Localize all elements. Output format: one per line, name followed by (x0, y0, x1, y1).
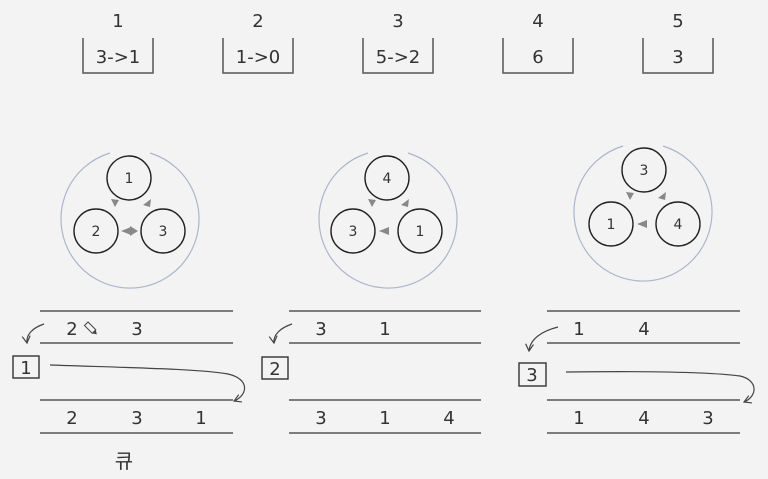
flow-arrow-icon (637, 220, 647, 228)
queue-item: 4 (638, 319, 649, 340)
queue-item: 3 (315, 408, 326, 429)
cycle-node-left (588, 201, 634, 247)
cycle-node-right (655, 201, 701, 247)
cycle-node-top (621, 147, 667, 193)
cycle-diagram-3: 3 1 4 (573, 145, 713, 282)
queue-item: 2 (66, 319, 77, 340)
cycle-ring (318, 152, 458, 289)
dequeue-arrow (529, 326, 559, 351)
popped-item: 2 (269, 359, 280, 380)
dequeue-arrow (274, 323, 293, 343)
bucket-2: 2 1->0 (222, 11, 294, 74)
bucket-3-container (362, 38, 434, 74)
queue-diagram-2: 3 1 2 3 1 4 (261, 310, 481, 434)
cycle-node-label: 1 (607, 217, 616, 233)
cycle-node-label: 4 (674, 217, 683, 233)
bucket-3: 3 5->2 (362, 11, 434, 74)
bucket-4-value: 6 (532, 47, 543, 68)
queue-item: 1 (379, 319, 390, 340)
bucket-4-index: 4 (532, 11, 543, 32)
flow-arrow-icon (401, 199, 409, 207)
cycle-ring (573, 145, 713, 282)
popped-item: 3 (526, 365, 537, 386)
bucket-1-index: 1 (112, 11, 123, 32)
queue-diagram-3: 1 4 3 1 4 3 (518, 310, 755, 434)
cycle-ring (60, 152, 200, 289)
queue-diagram-1: 2 3 1 2 3 1 큐 (12, 310, 246, 473)
queue-item: 1 (573, 319, 584, 340)
flow-arrow-icon (626, 192, 634, 200)
cycle-node-label: 3 (349, 224, 358, 240)
pencil-icon (83, 321, 97, 335)
bucket-2-value: 1->0 (236, 47, 280, 68)
cycle-node-left (330, 208, 376, 254)
bucket-2-index: 2 (252, 11, 263, 32)
cycle-diagram-1: 1 2 3 (60, 152, 200, 289)
cycle-diagram-2: 4 3 1 (318, 152, 458, 289)
cycle-node-label: 1 (416, 224, 425, 240)
cycle-node-top (106, 155, 152, 201)
flow-arrow-icon (111, 199, 119, 207)
queue-item: 3 (131, 319, 142, 340)
popped-item-box (12, 355, 40, 379)
queue-item: 4 (638, 408, 649, 429)
enqueue-arrow (565, 371, 755, 402)
bucket-4: 4 6 (502, 11, 574, 74)
queue-item: 2 (66, 408, 77, 429)
queue-item: 1 (379, 408, 390, 429)
popped-item-box (261, 356, 289, 380)
dequeue-arrow (27, 323, 45, 343)
cycle-node-label: 2 (92, 224, 101, 240)
queue-item: 3 (131, 408, 142, 429)
queue-item: 3 (315, 319, 326, 340)
cycle-node-left (73, 208, 119, 254)
queue-caption: 큐 (115, 449, 133, 473)
bucket-1-container (82, 38, 154, 74)
flow-arrow-icon (121, 227, 131, 235)
cycle-node-label: 3 (159, 224, 168, 240)
flow-arrow-icon (379, 227, 389, 235)
bucket-3-value: 5->2 (376, 47, 420, 68)
bucket-4-container (502, 38, 574, 74)
cycle-node-label: 1 (125, 171, 134, 187)
bucket-1-value: 3->1 (96, 47, 140, 68)
cycle-node-top (364, 155, 410, 201)
enqueue-arrow (49, 364, 246, 401)
cycle-node-right (140, 208, 186, 254)
queue-item: 1 (573, 408, 584, 429)
queue-item: 3 (702, 408, 713, 429)
flow-arrow-icon (368, 199, 376, 207)
cycle-node-right (397, 208, 443, 254)
bucket-5-index: 5 (672, 11, 683, 32)
cycle-node-label: 3 (640, 163, 649, 179)
bucket-3-index: 3 (392, 11, 403, 32)
queue-item: 4 (443, 408, 454, 429)
flow-arrow-icon (130, 226, 138, 236)
cycle-node-label: 4 (383, 171, 392, 187)
bucket-5: 5 3 (642, 11, 714, 74)
flow-arrow-icon (143, 199, 151, 207)
queue-item: 1 (195, 408, 206, 429)
flow-arrow-icon (658, 192, 666, 200)
bucket-5-value: 3 (672, 47, 683, 68)
bucket-1: 1 3->1 (82, 11, 154, 74)
bucket-2-container (222, 38, 294, 74)
popped-item-box (518, 362, 547, 387)
popped-item: 1 (20, 358, 31, 379)
bucket-5-container (642, 38, 714, 74)
